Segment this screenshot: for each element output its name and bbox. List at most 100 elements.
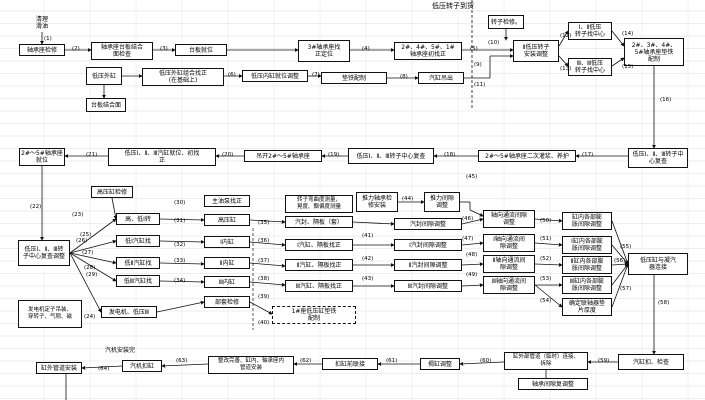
step-label: (55) <box>620 244 632 250</box>
connector-line <box>611 57 625 67</box>
node-iiiqf: Ⅲ汽封间隙调整 <box>394 280 462 292</box>
node-qd: 确定联轴器垫片厚度 <box>562 298 612 316</box>
node-xz: 低压Ⅰ、Ⅱ、Ⅲ转子中心复查 <box>628 148 688 168</box>
node-n2345: 2#、3#、4#、5#轴承座垫铁配制 <box>624 38 684 66</box>
node-ii: Ⅰ、Ⅱ低压转子找中心 <box>568 22 612 40</box>
node-fdj: 发电机定子吊装、穿转子、气隙、磁 <box>18 300 82 328</box>
step-label: (20) <box>222 152 234 158</box>
node-n4: 3#轴承座找正定位 <box>298 40 350 62</box>
step-label: (10) <box>488 40 500 46</box>
step-label: (35) <box>258 220 270 226</box>
node-tuili: 推力轴承检修安装 <box>356 192 398 212</box>
connector-line <box>159 239 205 244</box>
step-label: (18) <box>444 152 456 158</box>
connector-line <box>611 244 629 265</box>
step-label: (50) <box>540 218 552 224</box>
node-d1: 低Ⅰ汽缸找 <box>116 235 160 247</box>
node-n7: 低压外缸组合找正(在基础上) <box>142 68 224 86</box>
node-kg: 揭缸调整 <box>420 358 460 370</box>
connector-line <box>459 361 505 366</box>
step-label: (47) <box>462 236 474 242</box>
connector-line <box>461 262 484 267</box>
step-label: (3) <box>160 46 168 52</box>
node-zhenggai: 整改完善、缸内、轴承座内管道安装 <box>208 356 294 374</box>
step-label: (34) <box>174 278 186 284</box>
connector-line <box>611 263 629 308</box>
step-label: (11) <box>474 82 486 88</box>
node-kgl: 扣缸前联接 <box>322 358 378 370</box>
node-n8: 低压内缸就位调整 <box>242 70 308 82</box>
step-label: (8) <box>400 74 408 80</box>
step-label: (53) <box>540 276 552 282</box>
step-label: (41) <box>362 233 374 239</box>
step-label: (36) <box>258 238 270 244</box>
connector-line <box>249 281 286 287</box>
node-dyzz: Ⅱ低压转子安装调整 <box>513 40 559 62</box>
node-shui: 1#座低压缸垫铁配制 <box>272 306 356 324</box>
node-dyzhong: 低压Ⅰ、Ⅱ、Ⅲ转子中心复查 <box>348 148 434 164</box>
node-zhuanzi: 转子弯曲度测量，晃度、飘偏度测量 <box>285 195 353 213</box>
node-d2: 低Ⅱ汽缸找 <box>116 257 160 269</box>
node-fdjb: 发电机、低压Ⅲ <box>101 306 157 318</box>
step-label: (1) <box>44 36 52 42</box>
node-iijk: Ⅱ轴向通流间隙调整 <box>483 255 535 273</box>
step-label: (15) <box>622 64 634 70</box>
step-label: (6) <box>228 72 236 78</box>
connector-line <box>534 242 563 247</box>
node-mbk: 2#～5#轴承座二次灌浆、养护 <box>478 150 576 162</box>
connector-line <box>461 217 484 225</box>
node-zxjg: 轴承间隙复调整 <box>518 378 588 390</box>
node-zhenfa: 主油泵找正 <box>204 195 250 207</box>
node-iiqg: Ⅱ汽缸、隔板找正 <box>285 259 353 271</box>
node-qingli: 清理滑油 <box>36 16 49 30</box>
step-label: (59) <box>598 358 610 364</box>
step-label: (46) <box>462 216 474 222</box>
node-n3: 台板就位 <box>175 44 227 56</box>
node-ign: Ⅰ缸内各部膨胀间隙调整 <box>562 236 612 254</box>
step-label: (22) <box>30 204 42 210</box>
step-label: (49) <box>466 272 478 278</box>
step-label: (54) <box>540 298 552 304</box>
step-label: (16) <box>660 97 672 103</box>
step-label: (38) <box>258 276 270 282</box>
step-label: (40) <box>258 320 270 326</box>
node-n1: 轴承座检修 <box>19 44 65 56</box>
step-label: (26) <box>76 238 88 244</box>
step-label: (23) <box>72 212 84 218</box>
step-label: (45) <box>466 174 478 180</box>
node-dlkz: 低压缸与凝汽器连接 <box>628 253 688 275</box>
node-iiijk: Ⅲ轴向通流间隙调整 <box>483 276 535 294</box>
node-iiinei: Ⅲ内缸 <box>204 276 250 288</box>
step-label: (58) <box>658 300 670 306</box>
legend-text: 汽机安装完 <box>105 347 136 354</box>
node-iiiqg: Ⅲ汽缸、隔板找正 <box>285 280 353 292</box>
node-n2: 轴承座台板结合面检查 <box>91 42 153 60</box>
connector-line <box>352 221 395 226</box>
header-title: 低压转子到货 <box>432 2 474 10</box>
step-label: (12) <box>560 33 572 39</box>
step-label: (28) <box>84 265 96 271</box>
step-label: (52) <box>540 256 552 262</box>
step-label: (29) <box>86 272 98 278</box>
step-label: (13) <box>560 66 572 72</box>
connector-line <box>461 241 484 246</box>
node-zz: 转子检修。 <box>488 15 524 29</box>
node-pinkai: 吊开2#～5#轴承座 <box>244 150 322 162</box>
step-label: (44) <box>402 196 414 202</box>
node-iqg: Ⅰ汽缸、隔板找正 <box>285 239 353 251</box>
step-label: (64) <box>98 366 110 372</box>
connector-line <box>69 252 102 313</box>
node-iii: Ⅲ、Ⅲ低压转子找中心 <box>568 58 612 76</box>
step-label: (57) <box>620 286 632 292</box>
node-gynei: 高压缸 <box>204 214 250 226</box>
node-gaoz: 高、低Ⅰ转 <box>116 213 160 225</box>
connector-line <box>611 220 629 265</box>
step-label: (7) <box>312 72 320 78</box>
step-label: (27) <box>82 250 94 256</box>
node-inei: Ⅰ内缸 <box>204 236 250 248</box>
connector-line <box>534 262 563 267</box>
connector-line <box>534 284 563 308</box>
connector-line <box>161 363 209 368</box>
connector-line <box>69 218 117 254</box>
connector-line <box>81 365 123 370</box>
